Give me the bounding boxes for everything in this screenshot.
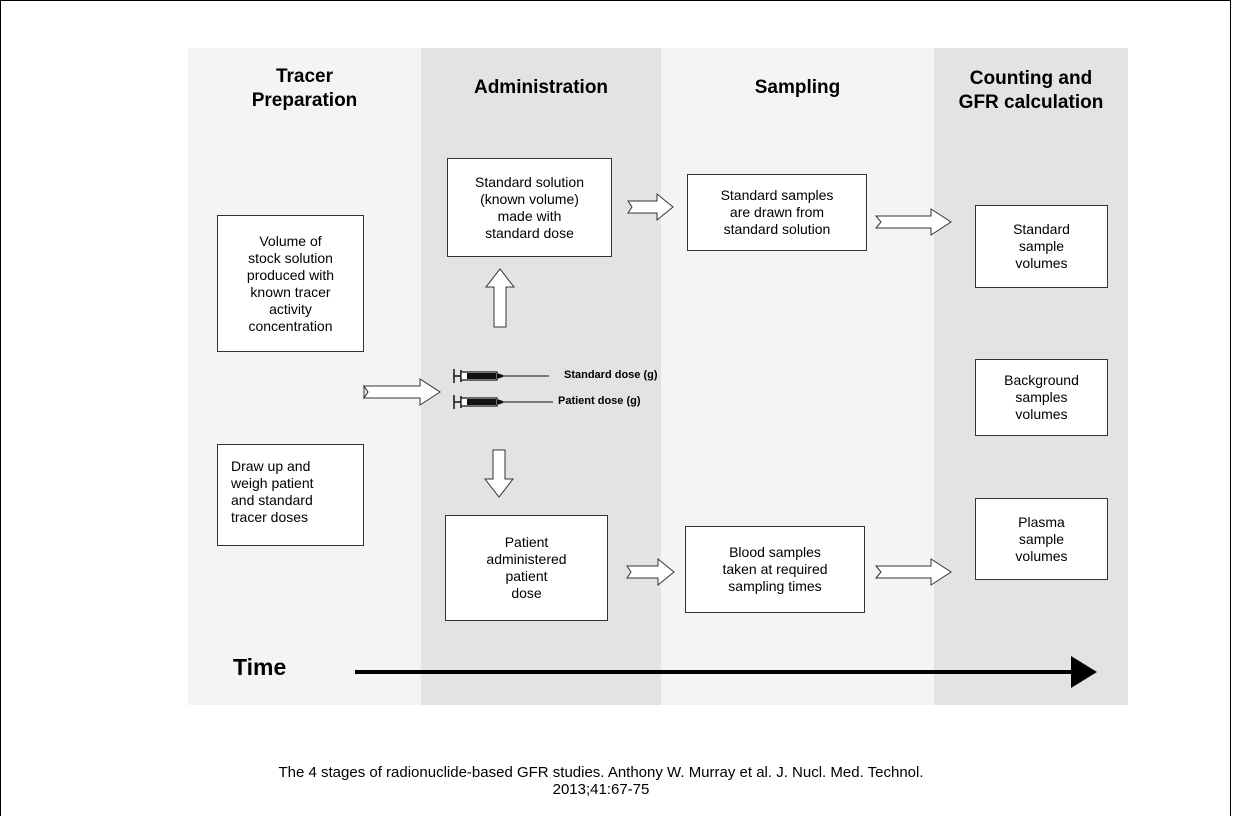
box-patient-administered: Patient administered patient dose xyxy=(445,515,608,621)
arrow-patient-to-blood xyxy=(626,557,675,587)
arrow-blood-to-plasma xyxy=(874,558,952,586)
box-draw-up-doses: Draw up and weigh patient and standard t… xyxy=(217,444,364,546)
header-sampling: Sampling xyxy=(754,77,841,98)
syringe-standard-icon xyxy=(453,369,549,383)
box-stock-solution: Volume of stock solution produced with k… xyxy=(217,215,364,352)
label-patient-dose: Patient dose (g) xyxy=(558,395,641,407)
syringe-patient-icon xyxy=(453,395,553,409)
header-tracer-preparation: Tracer Preparation xyxy=(251,66,358,111)
box-standard-volumes: Standard sample volumes xyxy=(975,205,1108,288)
box-plasma-volumes: Plasma sample volumes xyxy=(975,498,1108,580)
column-tracer-preparation xyxy=(188,48,421,705)
box-blood-samples: Blood samples taken at required sampling… xyxy=(685,526,865,613)
arrow-to-syringes xyxy=(363,378,441,406)
figure-caption: The 4 stages of radionuclide-based GFR s… xyxy=(278,764,924,798)
header-counting: Counting and GFR calculation xyxy=(958,68,1104,113)
arrow-samples-to-std-volumes xyxy=(874,208,952,236)
box-standard-solution: Standard solution (known volume) made wi… xyxy=(447,158,612,257)
header-administration: Administration xyxy=(473,77,609,98)
box-standard-samples-drawn: Standard samples are drawn from standard… xyxy=(687,174,867,251)
time-arrow xyxy=(355,656,1097,688)
time-label: Time xyxy=(233,654,287,680)
arrow-std-solution-to-samples xyxy=(627,192,674,222)
box-background-volumes: Background samples volumes xyxy=(975,359,1108,436)
arrow-down-to-patient-box xyxy=(483,449,515,498)
arrow-up-to-standard-solution xyxy=(484,268,516,328)
label-standard-dose: Standard dose (g) xyxy=(564,369,658,381)
